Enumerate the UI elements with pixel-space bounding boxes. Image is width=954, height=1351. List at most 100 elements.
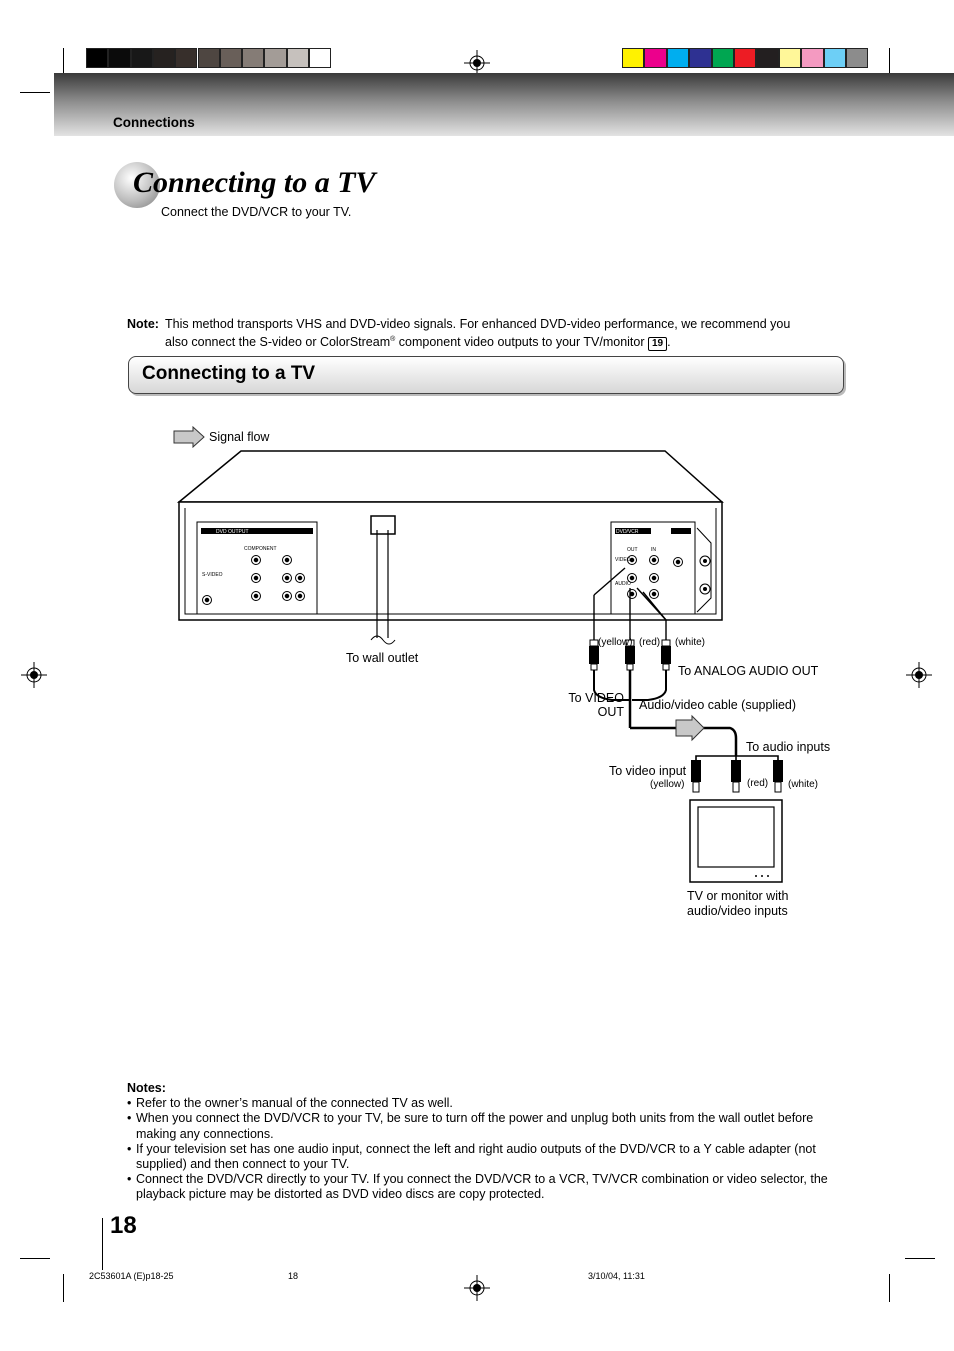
color-swatch xyxy=(778,48,802,68)
av-jack-icon xyxy=(649,589,659,599)
crop-mark xyxy=(889,1274,890,1302)
panel-label-component: COMPONENT xyxy=(244,546,277,552)
rca-plug-red-top xyxy=(625,639,635,671)
av-jack-icon xyxy=(627,589,637,599)
gray-swatch xyxy=(175,48,198,68)
panel-label-dvd-vcr: DVD/VCR xyxy=(616,529,639,535)
color-swatch xyxy=(622,48,645,68)
note-label: Note: xyxy=(127,317,159,331)
connection-cables xyxy=(370,530,783,883)
white-top-label: (white) xyxy=(675,637,706,648)
wall-outlet-label: To wall outlet xyxy=(346,651,419,665)
note-text: component video outputs to your TV/monit… xyxy=(395,335,648,349)
av-jack-icon xyxy=(673,557,683,567)
notes-section: Notes: Refer to the owner’s manual of th… xyxy=(127,1081,849,1203)
tv-label-line-1: TV or monitor with xyxy=(687,889,789,903)
rca-plug-white-top xyxy=(661,639,671,671)
crop-mark xyxy=(905,1258,935,1259)
gray-swatch xyxy=(152,48,176,68)
section-label: Connections xyxy=(113,115,195,130)
color-swatch xyxy=(689,48,712,68)
av-jack-icon xyxy=(251,555,261,565)
note-text: also connect the S-video or ColorStream xyxy=(165,335,391,349)
color-swatch xyxy=(644,48,667,68)
gray-swatch xyxy=(86,48,109,68)
page-number: 18 xyxy=(110,1212,137,1239)
color-swatch xyxy=(711,48,734,68)
note-line-1: This method transports VHS and DVD-video… xyxy=(165,317,791,331)
av-jack-icon xyxy=(202,595,212,605)
color-swatch xyxy=(666,48,690,68)
av-jack-icon xyxy=(282,591,292,601)
crop-mark xyxy=(20,92,50,93)
panel-label-audio: AUDIO xyxy=(615,581,631,587)
footer-file: 2C53601A (E)p18-25 xyxy=(89,1271,174,1281)
gray-swatch xyxy=(309,48,332,68)
title-circle-icon xyxy=(114,162,160,208)
av-jack-icon xyxy=(282,555,292,565)
audio-inputs-label: To audio inputs xyxy=(746,740,831,754)
video-out-label: To VIDEO OUT xyxy=(563,691,624,719)
registered-mark: ® xyxy=(390,335,396,343)
gray-swatch xyxy=(219,48,243,68)
crop-mark xyxy=(20,1258,50,1259)
color-swatch xyxy=(823,48,846,68)
color-swatch xyxy=(756,48,779,68)
gray-swatch xyxy=(197,48,220,68)
color-swatch xyxy=(801,48,824,68)
analog-audio-out-label: To ANALOG AUDIO OUT xyxy=(678,664,819,678)
page-number-rule xyxy=(102,1218,103,1270)
subtitle: Connect the DVD/VCR to your TV. xyxy=(161,205,352,219)
panel-label-video: VIDEO xyxy=(615,557,631,563)
registration-mark-icon xyxy=(464,1275,490,1301)
crop-mark xyxy=(63,1274,64,1302)
section-heading: Connecting to a TV xyxy=(142,363,316,384)
section-heading-box xyxy=(128,356,844,394)
yellow-top-label: (yellow) xyxy=(598,637,633,648)
panel-label-out: OUT xyxy=(627,547,638,553)
notes-item: Connect the DVD/VCR directly to your TV.… xyxy=(127,1172,849,1202)
tv-label-line-2: audio/video inputs xyxy=(687,904,788,918)
red-bottom-label: (red) xyxy=(747,778,769,789)
gray-swatch xyxy=(242,48,265,68)
panel-label-svideo: S-VIDEO xyxy=(202,572,223,578)
color-swatch xyxy=(846,48,869,68)
red-top-label: (red) xyxy=(639,637,661,648)
av-jack-icon xyxy=(649,573,659,583)
registration-mark-icon xyxy=(464,50,490,76)
video-out-line-1: To VIDEO xyxy=(568,691,624,705)
av-jack-icon xyxy=(649,555,659,565)
panel-label-in: IN xyxy=(651,547,656,553)
signal-flow-label: Signal flow xyxy=(209,430,270,444)
av-cable-label: Audio/video cable (supplied) xyxy=(639,698,797,712)
av-jack-icon xyxy=(251,573,261,583)
registration-mark-icon xyxy=(21,662,47,688)
crop-mark xyxy=(63,48,64,75)
note-text: . xyxy=(667,335,671,349)
notes-item: When you connect the DVD/VCR to your TV,… xyxy=(127,1111,849,1141)
page-reference-badge[interactable]: 19 xyxy=(647,337,668,351)
gray-swatch xyxy=(264,48,287,68)
white-bottom-label: (white) xyxy=(788,779,819,790)
av-jack-icon xyxy=(295,591,305,601)
gray-swatch xyxy=(286,48,309,68)
notes-heading: Notes: xyxy=(127,1081,166,1095)
color-swatch xyxy=(734,48,757,68)
video-input-label: To video input xyxy=(609,764,687,778)
note-line-2: also connect the S-video or ColorStream®… xyxy=(165,335,671,351)
crop-mark xyxy=(889,48,890,75)
notes-item: If your television set has one audio inp… xyxy=(127,1142,849,1172)
footer-page: 18 xyxy=(288,1271,299,1281)
header-band xyxy=(54,73,954,136)
gray-swatch xyxy=(130,48,153,68)
page-title: Connecting to a TV xyxy=(133,166,376,199)
panel-label-dvd-output: DVD OUTPUT xyxy=(216,529,249,535)
av-jack-icon xyxy=(295,573,305,583)
gray-swatch xyxy=(108,48,131,68)
av-jack-icon xyxy=(251,591,261,601)
notes-item: Refer to the owner’s manual of the conne… xyxy=(127,1096,849,1111)
signal-flow-arrow-icon xyxy=(173,426,205,448)
footer-date: 3/10/04, 11:31 xyxy=(588,1271,645,1281)
av-jack-icon xyxy=(627,555,637,565)
video-out-line-2: OUT xyxy=(597,705,624,719)
